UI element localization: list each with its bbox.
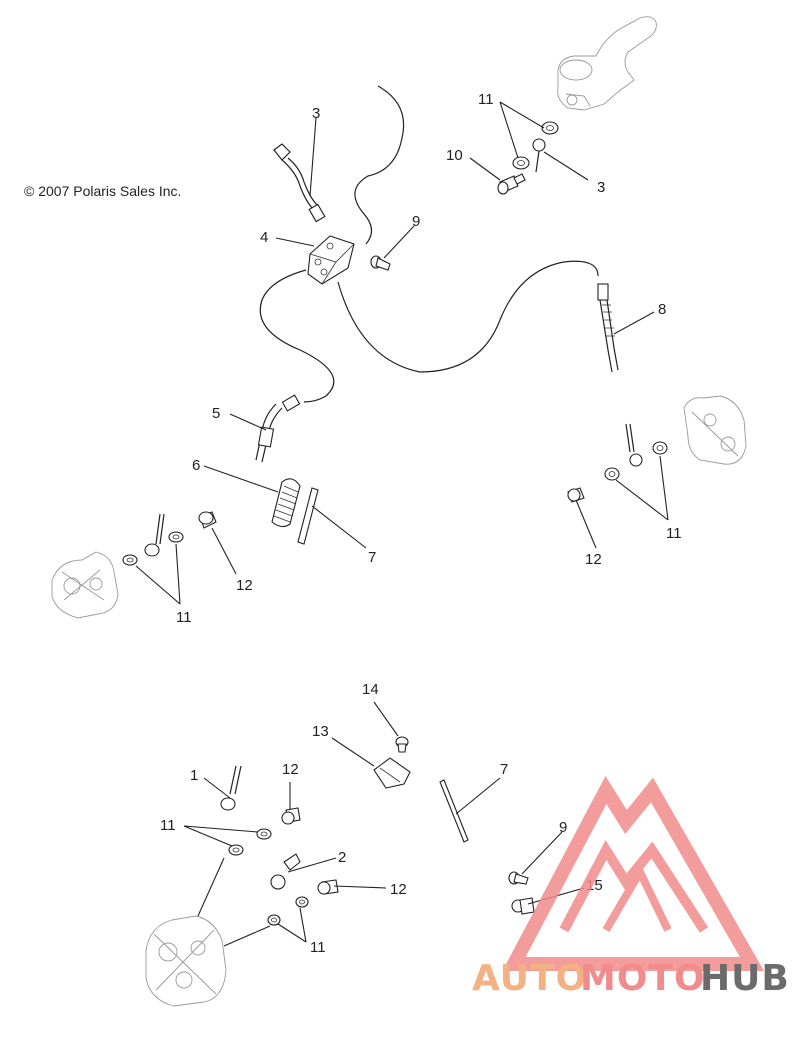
callout-10: 10 [446,147,463,164]
bolt-12-left-upper [198,511,217,529]
callout-5: 5 [212,405,220,422]
callout-11-right: 11 [666,525,682,542]
watermark-text-auto: AUTO [472,958,587,999]
brake-hose-5 [255,394,301,463]
washer-right-b [604,467,620,481]
washer-upper-left [512,156,530,170]
callout-7-lower: 7 [500,761,508,778]
watermark-text-hub: HUB [700,958,790,999]
brake-hose-8 [597,283,619,373]
cable-top [354,85,405,245]
callout-14: 14 [362,681,379,698]
spring-6 [271,478,301,528]
clamp-15 [511,897,535,915]
brake-hose-2 [270,853,301,890]
washer-right-a [652,441,668,455]
caliper-left-upper [51,551,119,619]
callout-12-right: 12 [585,551,602,568]
watermark-text-moto: MOTO [580,958,706,999]
callout-9-lower: 9 [559,819,567,836]
bolt-14 [395,736,409,753]
bolt-12-lower-b [317,879,339,895]
callout-8: 8 [658,301,666,318]
brake-hose-3 [273,143,326,223]
caliper-lower [145,915,227,1007]
callout-3-fitting: 3 [597,179,605,196]
leader-lines [135,101,669,947]
callout-1: 1 [190,767,198,784]
callout-12-left: 12 [236,577,253,594]
callout-7-upper: 7 [368,549,376,566]
callout-4: 4 [260,229,268,246]
callout-labels: 3 4 9 11 10 3 8 5 6 7 11 12 12 11 14 13 … [160,91,682,956]
brake-hose-1 [220,765,242,811]
banjo-bolt-10 [497,173,526,195]
callout-11-top: 11 [478,91,494,108]
callout-12-lower-b: 12 [390,881,407,898]
watermark-wordmark: AUTO MOTO HUB [472,958,790,999]
banjo-fitting-top [532,138,546,173]
callout-11-left: 11 [176,609,192,626]
callout-13: 13 [312,723,329,740]
callout-11-lower-b: 11 [310,939,326,956]
washer-lower-c [295,896,309,908]
callout-9-upper: 9 [412,213,420,230]
bolt-12-lower-a [281,807,301,825]
callout-2: 2 [338,849,346,866]
watermark-logo [502,775,765,971]
washer-left-a [122,554,138,566]
clip-13 [373,757,411,789]
pin-7-lower [439,779,469,843]
banjo-fitting-right-upper [625,423,643,467]
washer-left-b [168,531,184,543]
callout-6: 6 [192,457,200,474]
master-cylinder [557,16,657,111]
brake-line-right [337,260,599,373]
washer-upper-right [541,121,559,135]
bolt-12-right-upper [567,487,585,503]
bolt-9-upper [370,255,391,271]
callout-12-lower-a: 12 [282,761,299,778]
distribution-block-4 [307,235,355,285]
washer-lower-b [228,844,244,856]
washer-lower-d [267,914,281,926]
washer-lower-a [256,828,272,840]
copyright-text: © 2007 Polaris Sales Inc. [24,183,181,199]
caliper-right-upper [683,395,747,465]
banjo-fitting-left-upper [144,513,165,557]
pin-7-upper [297,487,319,545]
brake-line-left [259,269,335,403]
bolt-9-lower [508,871,529,885]
callout-11-lower-a: 11 [160,817,176,834]
callout-3-hose: 3 [312,105,320,122]
